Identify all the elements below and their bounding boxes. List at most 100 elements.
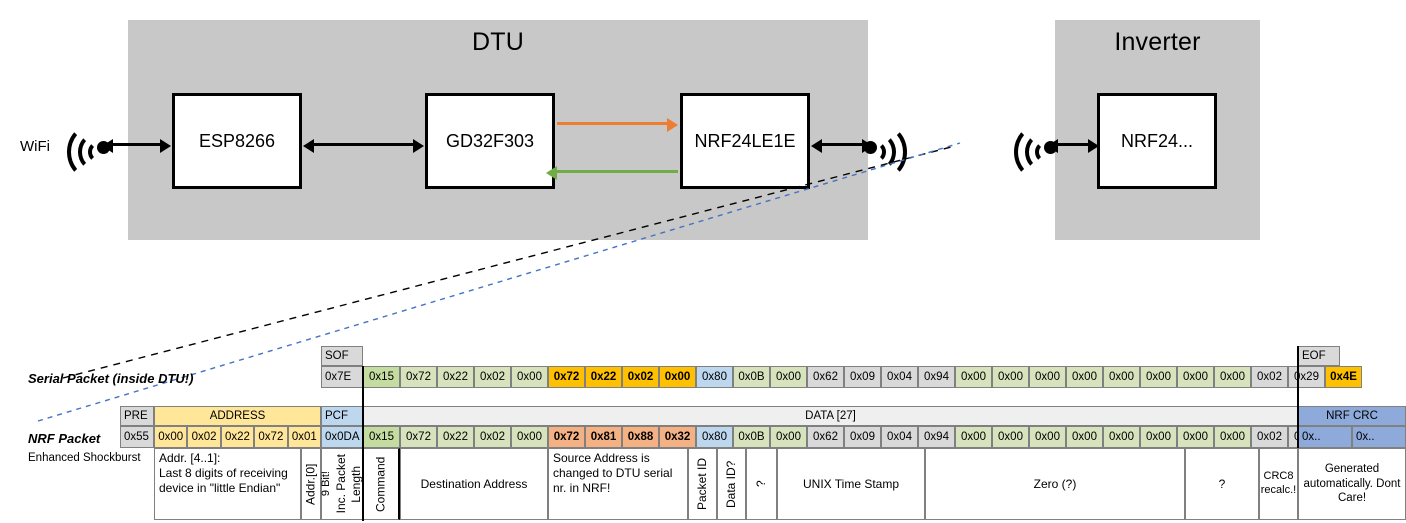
serial-sof-header: SOF	[321, 346, 363, 366]
nrf-crc-header: NRF CRC	[1298, 406, 1406, 426]
crc-byte-cell: 0x..	[1298, 426, 1352, 448]
byte-cell: 0x00	[1029, 366, 1066, 388]
nrf-data-header: DATA [27]	[363, 406, 1298, 426]
byte-cell: 0x02	[622, 366, 659, 388]
byte-cell: 0x62	[807, 366, 844, 388]
byte-cell: 0x02	[1251, 426, 1288, 448]
byte-cell: 0x72	[400, 426, 437, 448]
crc-byte-cell: 0x..	[1352, 426, 1406, 448]
annot-unknown-2: ?	[1185, 448, 1259, 520]
arrow-gd32-nrf-orange	[557, 118, 678, 132]
byte-cell: 0x09	[844, 366, 881, 388]
byte-cell: 0x22	[437, 426, 474, 448]
annot-packet-id: Packet ID	[688, 448, 717, 520]
inverter-title: Inverter	[1114, 28, 1201, 56]
nrf-address-header: ADDRESS	[154, 406, 321, 426]
byte-cell: 0x29	[1288, 366, 1325, 388]
byte-cell: 0x81	[585, 426, 622, 448]
byte-cell: 0x00	[1103, 426, 1140, 448]
serial-sof-value: 0x7E	[321, 366, 363, 388]
byte-cell: 0x00	[1029, 426, 1066, 448]
arrowhead-right-icon	[667, 118, 678, 132]
byte-cell: 0x22	[585, 366, 622, 388]
byte-cell: 0x72	[548, 426, 585, 448]
annot-addr0: Addr.[0]	[301, 448, 321, 520]
byte-cell: 0x88	[622, 426, 659, 448]
serial-packet-row-label: Serial Packet (inside DTU!)	[28, 371, 194, 386]
byte-cell: 0x94	[918, 366, 955, 388]
byte-cell: 0x00	[1066, 426, 1103, 448]
arrowhead-right-icon	[1088, 139, 1099, 153]
annot-unix-time-stamp: UNIX Time Stamp	[777, 448, 925, 520]
nrf-pre-value: 0x55	[120, 426, 154, 448]
annot-nrf-crc-note: Generated automatically. Dont Care!	[1298, 448, 1406, 520]
arrowhead-left-icon	[1047, 139, 1058, 153]
byte-cell: 0x80	[696, 366, 733, 388]
address-byte-cell: 0x22	[220, 426, 255, 448]
connector-line-right	[1297, 346, 1299, 448]
byte-cell: 0x00	[1214, 366, 1251, 388]
byte-cell: 0x00	[992, 366, 1029, 388]
annot-address-note: Addr. [4..1]: Last 8 digits of receiving…	[154, 448, 301, 520]
annot-source-address-note: Source Address is changed to DTU serial …	[548, 448, 688, 520]
annot-pcf-line2: Inc. Packet	[333, 454, 348, 514]
byte-cell: 0x80	[696, 426, 733, 448]
byte-cell: 0x00	[955, 426, 992, 448]
byte-cell: 0x04	[881, 426, 918, 448]
byte-cell: 0x00	[511, 426, 548, 448]
nrf-packet-row-sublabel: Enhanced Shockburst	[28, 452, 141, 464]
nrf-pcf-value: 0x0DA	[321, 426, 363, 448]
chip-nrf24: NRF24...	[1097, 93, 1217, 189]
annot-zero: Zero (?)	[925, 448, 1185, 520]
inverter-enclosure: Inverter	[1055, 20, 1260, 240]
serial-eof-header: EOF	[1298, 346, 1340, 366]
annot-data-id: Data ID?	[717, 448, 746, 520]
nrf-pre-header: PRE	[120, 406, 154, 426]
byte-cell: 0x00	[511, 366, 548, 388]
byte-cell: 0x22	[437, 366, 474, 388]
byte-cell: 0x00	[1140, 366, 1177, 388]
byte-cell: 0x00	[1177, 426, 1214, 448]
annot-command: Command	[363, 448, 400, 520]
byte-cell: 0x04	[881, 366, 918, 388]
byte-cell: 0x0B	[733, 366, 770, 388]
byte-cell: 0x00	[1177, 366, 1214, 388]
byte-cell: 0x94	[918, 426, 955, 448]
byte-cell: 0x72	[400, 366, 437, 388]
byte-cell: 0x09	[844, 426, 881, 448]
annot-unknown-1: ?	[746, 448, 777, 520]
annot-pcf-note: 9 Bit! Inc. Packet Length	[320, 448, 363, 520]
byte-cell: 0x15	[363, 366, 400, 388]
byte-cell: 0x00	[992, 426, 1029, 448]
nrf-pcf-header: PCF	[321, 406, 363, 426]
byte-cell: 0x02	[1251, 366, 1288, 388]
byte-cell: 0x00	[770, 366, 807, 388]
byte-cell: 0x0B	[733, 426, 770, 448]
byte-cell: 0x32	[659, 426, 696, 448]
byte-cell: 0x00	[955, 366, 992, 388]
byte-cell: 0x4E	[1325, 366, 1362, 388]
dtu-title: DTU	[472, 28, 524, 56]
address-byte-cell: 0x00	[154, 426, 188, 448]
arrow-antenna-nrf24	[1047, 139, 1099, 153]
byte-cell: 0x00	[659, 366, 696, 388]
byte-cell: 0x62	[807, 426, 844, 448]
connector-line-left	[362, 366, 364, 521]
address-byte-cell: 0x01	[287, 426, 321, 448]
address-byte-cell: 0x72	[254, 426, 288, 448]
annot-crc8: CRC8 recalc.!	[1259, 448, 1298, 520]
byte-cell: 0x00	[1066, 366, 1103, 388]
byte-cell: 0x00	[1214, 426, 1251, 448]
annot-destination-address: Destination Address	[400, 448, 548, 520]
address-byte-cell: 0x02	[187, 426, 221, 448]
byte-cell: 0x00	[1140, 426, 1177, 448]
nrf-packet-row-label: NRF Packet	[28, 431, 101, 446]
byte-cell: 0x00	[770, 426, 807, 448]
byte-cell: 0x02	[474, 426, 511, 448]
byte-cell: 0x02	[474, 366, 511, 388]
annot-pcf-line1: 9 Bit!	[320, 471, 333, 497]
chip-label: NRF24...	[1120, 130, 1194, 151]
byte-cell: 0x72	[548, 366, 585, 388]
byte-cell: 0x00	[1103, 366, 1140, 388]
